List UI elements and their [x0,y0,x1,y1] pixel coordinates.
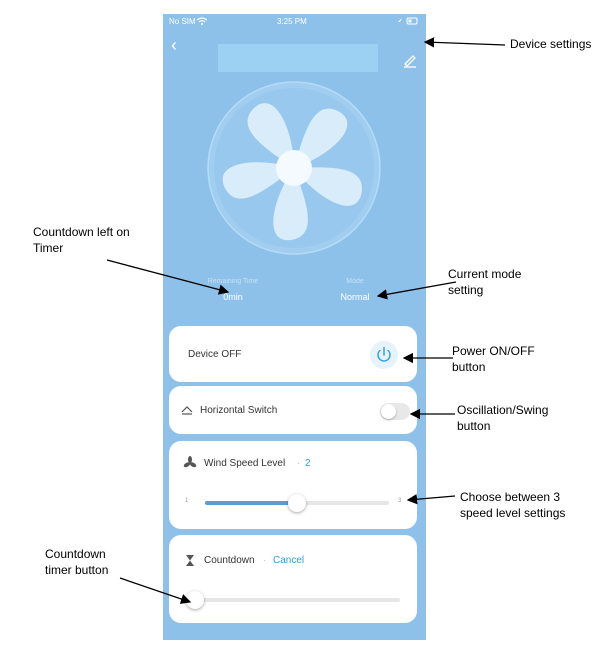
annotation-line: Countdown left on [33,225,130,239]
remaining-time-label: Remaining Time [207,278,259,285]
back-icon[interactable]: ‹ [171,35,177,55]
phone-screen: No SIM 3:25 PM ‹ [163,14,426,640]
annotation-line: Power ON/OFF [452,344,535,358]
horizontal-switch-card: Horizontal Switch [169,386,417,434]
annotation-line: button [452,360,486,374]
wind-speed-label: Wind Speed Level [204,458,286,469]
mode-label: Mode [346,278,364,285]
countdown-separator: · [263,555,267,566]
annotation-device-settings: Device settings [510,36,591,52]
remaining-time-value: 0min [223,292,243,302]
toggle-knob [381,404,396,419]
annotation-power: Power ON/OFF button [452,343,535,375]
wind-speed-slider[interactable] [205,494,389,512]
wind-speed-min: 1 [185,498,189,504]
wind-speed-fill [205,501,297,505]
wind-speed-value: 2 [305,458,311,469]
annotation-line: timer button [45,563,109,577]
status-time: 3:25 PM [277,17,307,26]
wind-speed-thumb[interactable] [288,494,306,512]
wind-speed-max: 3 [398,498,402,504]
top-nav: ‹ [163,30,426,72]
annotation-line: Current mode [448,267,522,281]
mode-value: Normal [340,292,370,302]
annotation-device-settings-text: Device settings [510,37,592,51]
hourglass-icon [186,555,194,566]
annotation-line: Choose between 3 [460,490,561,504]
horizontal-switch-toggle[interactable] [380,403,410,420]
status-bar: No SIM 3:25 PM [163,14,426,30]
annotation-line: setting [448,283,484,297]
annotation-line: Timer [33,241,64,255]
fan-icon [207,81,381,255]
annotation-line: speed level settings [460,506,566,520]
countdown-cancel-link[interactable]: Cancel [273,555,305,566]
annotation-countdown-left: Countdown left on Timer [33,224,130,256]
swing-icon [181,406,193,415]
annotation-current-mode: Current mode setting [448,266,521,298]
annotation-speed: Choose between 3 speed level settings [460,489,565,521]
annotation-line: button [457,419,491,433]
countdown-card: Countdown · Cancel [169,535,417,623]
wind-speed-card: Wind Speed Level · 2 1 3 [169,441,417,529]
edit-icon[interactable] [403,54,417,68]
power-status-label: Device OFF [188,349,242,360]
carrier-label: No SIM [169,17,196,26]
power-card: Device OFF [169,326,417,382]
remaining-time-info: Remaining Time 0min [188,278,278,302]
fan-small-icon [183,456,197,468]
power-icon [377,346,391,362]
annotation-line: Oscillation/Swing [457,403,549,417]
power-button[interactable] [370,341,398,369]
annotation-timer-button: Countdown timer button [45,546,108,578]
horizontal-switch-label: Horizontal Switch [200,405,278,416]
annotation-line: Countdown [45,547,106,561]
wifi-icon [197,17,207,25]
battery-icon [396,16,420,28]
wind-speed-separator: · [297,458,301,469]
annotation-oscillation: Oscillation/Swing button [457,402,548,434]
mode-info: Mode Normal [310,278,400,302]
device-name-bar [218,44,378,72]
countdown-label: Countdown [204,555,255,566]
